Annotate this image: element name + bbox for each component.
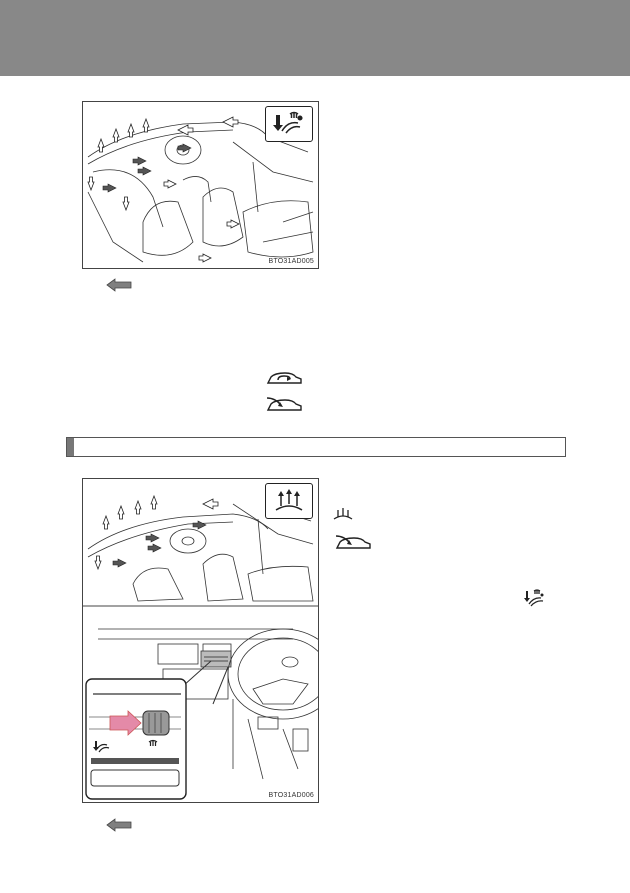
outside-air-icon <box>266 397 302 411</box>
figure-code: BTO31AD006 <box>268 792 314 799</box>
foot-windshield-icon <box>524 589 544 607</box>
defog-illustration <box>83 494 339 800</box>
section-heading-bar <box>66 437 566 457</box>
outside-air-icon <box>335 535 371 549</box>
windshield-defog-icon <box>275 489 303 511</box>
figure-windshield-defog: BTO31AD006 <box>82 478 339 803</box>
foot-windshield-mode-indicator <box>265 106 313 142</box>
recirculated-air-icon <box>266 372 302 384</box>
page-header-band <box>0 0 630 76</box>
foot-windshield-icon <box>273 111 303 134</box>
windshield-defog-mode-indicator <box>265 483 313 519</box>
windshield-defog-icon <box>333 508 353 520</box>
figure-foot-windshield-airflow: BTO31AD005 <box>82 101 319 269</box>
car-interior-illustration <box>87 116 314 263</box>
section-marker <box>67 438 74 456</box>
left-arrow-icon <box>106 818 132 832</box>
figure-code: BTO31AD005 <box>268 258 314 265</box>
left-arrow-icon <box>106 278 132 292</box>
